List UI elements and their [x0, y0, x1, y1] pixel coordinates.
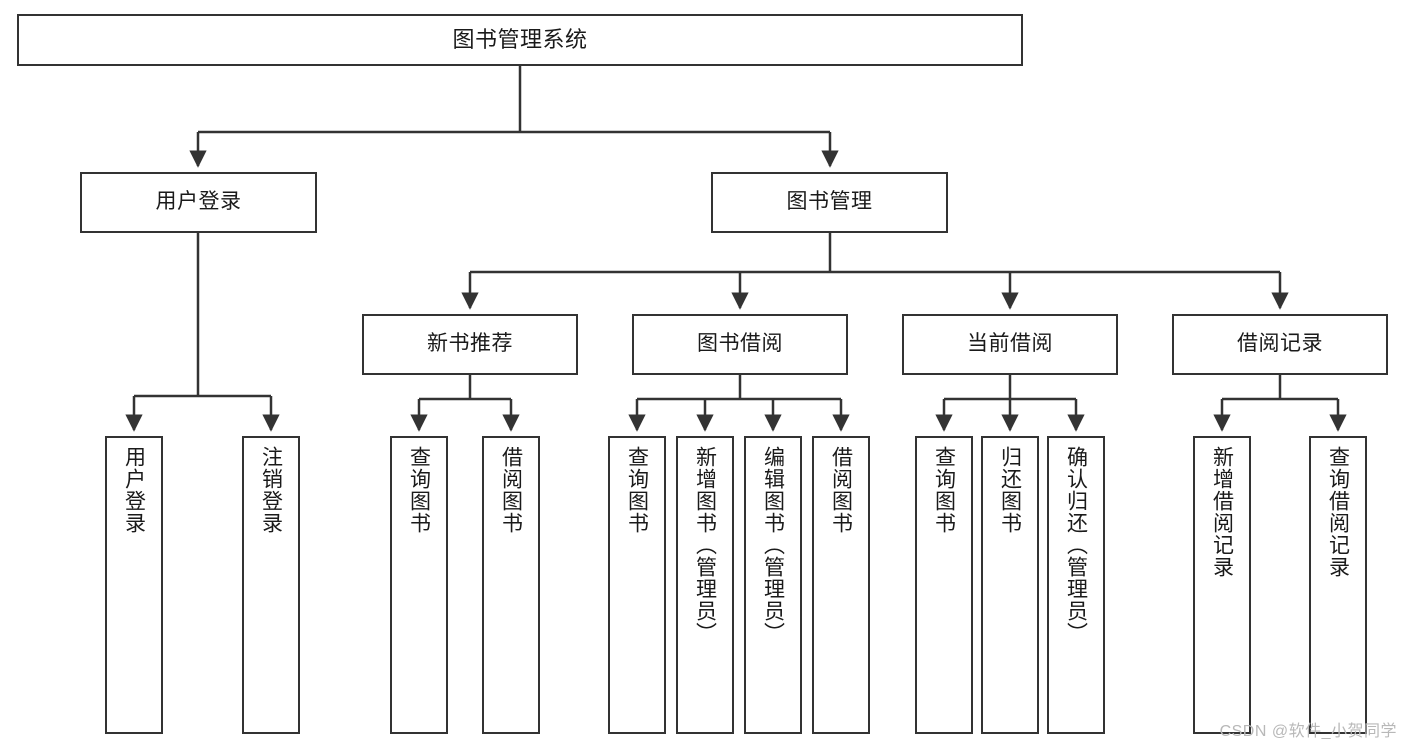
node-label: 图书管理系统: [452, 27, 588, 53]
watermark-text: CSDN @软件_小贺同学: [1219, 723, 1397, 740]
node-label: 注销登录: [259, 446, 283, 534]
leaf-logout[interactable]: 注销登录: [242, 436, 300, 734]
node-book-borrow[interactable]: 图书借阅: [632, 314, 848, 375]
node-label: 用户登录: [122, 446, 146, 534]
node-book-management[interactable]: 图书管理: [711, 172, 948, 233]
node-label: 查询图书: [932, 446, 956, 534]
leaf-query-book-new-recommendation[interactable]: 查询图书: [390, 436, 448, 734]
node-label: 查询借阅记录: [1326, 446, 1350, 578]
node-label: 借阅图书: [499, 446, 523, 534]
node-label: 编辑图书（管理员）: [761, 446, 785, 644]
leaf-add-borrow-record[interactable]: 新增借阅记录: [1193, 436, 1251, 734]
leaf-add-book-admin[interactable]: 新增图书（管理员）: [676, 436, 734, 734]
node-label: 归还图书: [998, 446, 1022, 534]
node-borrow-record[interactable]: 借阅记录: [1172, 314, 1388, 375]
node-current-borrow[interactable]: 当前借阅: [902, 314, 1118, 375]
leaf-confirm-return-admin[interactable]: 确认归还（管理员）: [1047, 436, 1105, 734]
leaf-user-login[interactable]: 用户登录: [105, 436, 163, 734]
node-label: 确认归还（管理员）: [1064, 446, 1088, 644]
node-label: 查询图书: [407, 446, 431, 534]
node-label: 当前借阅: [967, 332, 1053, 356]
leaf-borrow-book-new-recommendation[interactable]: 借阅图书: [482, 436, 540, 734]
node-label: 用户登录: [155, 190, 242, 214]
node-label: 新增借阅记录: [1210, 446, 1234, 578]
node-label: 新书推荐: [427, 332, 513, 356]
node-label: 图书管理: [786, 190, 873, 214]
leaf-edit-book-admin[interactable]: 编辑图书（管理员）: [744, 436, 802, 734]
node-label: 借阅记录: [1237, 332, 1323, 356]
node-new-book-recommendation[interactable]: 新书推荐: [362, 314, 578, 375]
leaf-return-book[interactable]: 归还图书: [981, 436, 1039, 734]
node-root-system[interactable]: 图书管理系统: [17, 14, 1023, 66]
leaf-query-book-borrow[interactable]: 查询图书: [608, 436, 666, 734]
leaf-borrow-book[interactable]: 借阅图书: [812, 436, 870, 734]
leaf-query-borrow-record[interactable]: 查询借阅记录: [1309, 436, 1367, 734]
node-label: 借阅图书: [829, 446, 853, 534]
leaf-query-book-current[interactable]: 查询图书: [915, 436, 973, 734]
node-label: 图书借阅: [697, 332, 783, 356]
node-user-login[interactable]: 用户登录: [80, 172, 317, 233]
node-label: 查询图书: [625, 446, 649, 534]
node-label: 新增图书（管理员）: [693, 446, 717, 644]
